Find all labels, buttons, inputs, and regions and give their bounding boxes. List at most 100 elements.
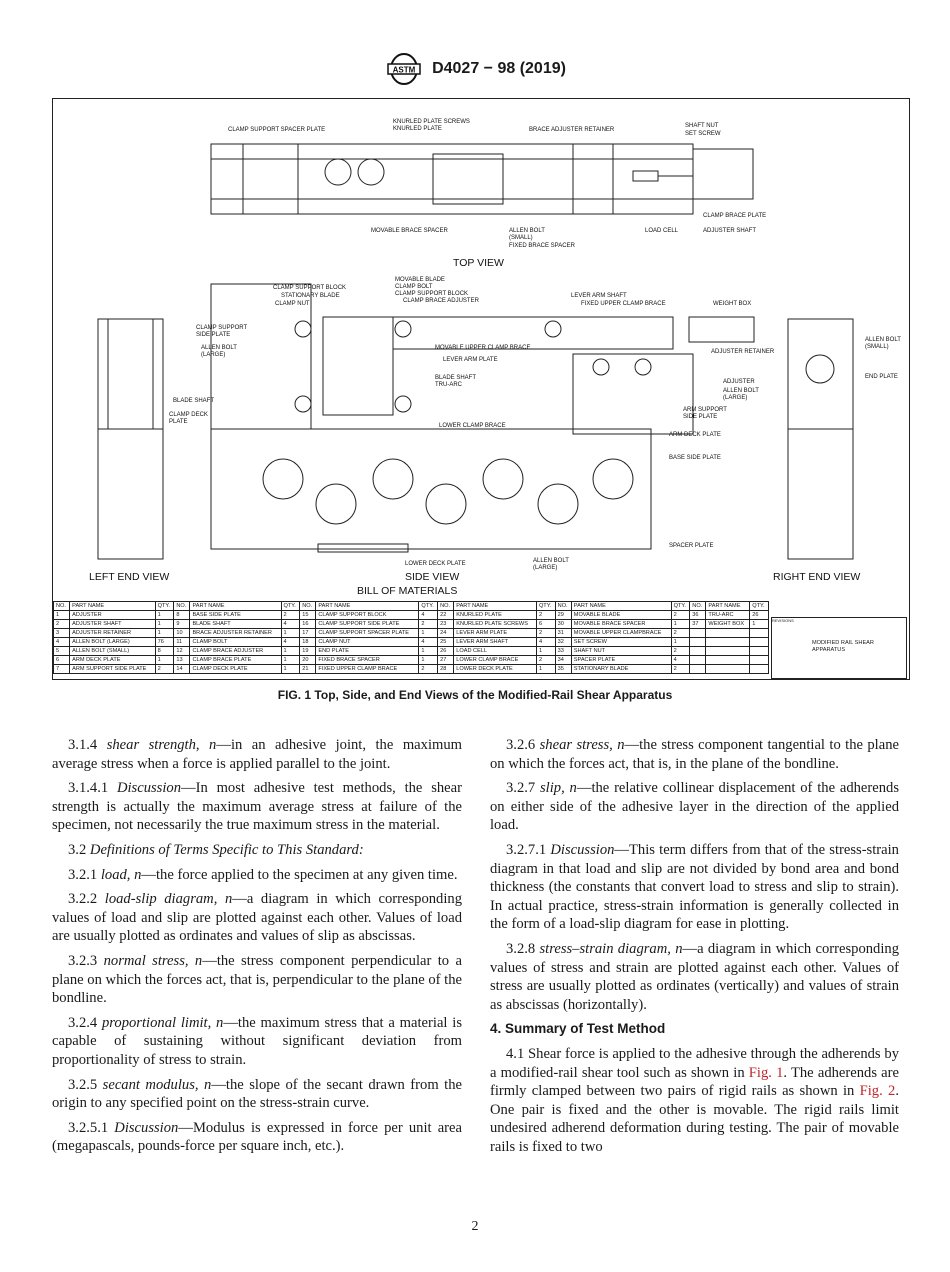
bom-cell bbox=[705, 646, 751, 656]
bom-cell: 1 bbox=[154, 610, 175, 620]
bom-cell bbox=[749, 646, 769, 656]
paragraph-3-2-2: 3.2.2 load-slip diagram, n—a diagram in … bbox=[52, 891, 463, 945]
bom-cell: 23 bbox=[437, 619, 455, 629]
callout: ALLEN BOLT bbox=[865, 337, 901, 343]
bom-cell: 18 bbox=[299, 637, 317, 647]
bom-cell bbox=[689, 664, 707, 674]
bom-header-cell: NO. bbox=[689, 601, 707, 611]
bom-cell: ALLEN BOLT (LARGE) bbox=[69, 637, 156, 647]
callout: SIDE PLATE bbox=[196, 332, 230, 338]
callout: MOVABLE UPPER CLAMP BRACE bbox=[435, 345, 530, 351]
callout: CLAMP BRACE ADJUSTER bbox=[403, 298, 480, 304]
drawing-title-line1: MODIFIED RAIL SHEAR bbox=[812, 640, 874, 646]
bom-cell: 7 bbox=[52, 664, 71, 674]
right-column: 3.2.6 shear stress, n—the stress compone… bbox=[490, 736, 899, 1162]
bom-cell: 1 bbox=[280, 655, 301, 665]
apparatus-drawing: TOP VIEW SIDE VIEW LEFT END VIEW RIGHT E… bbox=[89, 119, 901, 597]
bom-cell bbox=[689, 637, 707, 647]
bom-cell: CLAMP BRACE PLATE bbox=[189, 655, 282, 665]
bom-header-cell: PART NAME bbox=[705, 601, 751, 611]
bom-header-cell: NO. bbox=[554, 601, 572, 611]
bom-cell: 9 bbox=[173, 619, 191, 629]
title-block: REVISIONS MODIFIED RAIL SHEAR APPARATUS bbox=[771, 617, 907, 679]
fig-2-link[interactable]: Fig. 2 bbox=[859, 1083, 896, 1100]
bom-cell: STATIONARY BLADE bbox=[570, 664, 672, 674]
bom-header-cell: PART NAME bbox=[453, 601, 537, 611]
callout: ALLEN BOLT bbox=[509, 228, 545, 234]
page-header: ASTM D4027 − 98 (2019) bbox=[0, 52, 950, 86]
callout: LOWER DECK PLATE bbox=[405, 561, 466, 567]
bom-cell: CLAMP NUT bbox=[315, 637, 420, 647]
fig-1-link[interactable]: Fig. 1 bbox=[748, 1064, 784, 1081]
bom-header-cell: QTY. bbox=[535, 601, 556, 611]
callout: (LARGE) bbox=[201, 352, 225, 358]
bom-title: BILL OF MATERIALS bbox=[357, 585, 457, 597]
bom-cell: 26 bbox=[749, 610, 769, 620]
bom-cell bbox=[689, 655, 707, 665]
bom-cell: 6 bbox=[52, 655, 71, 665]
bom-cell bbox=[749, 637, 769, 647]
bom-cell: SHAFT NUT bbox=[570, 646, 672, 656]
callout: CLAMP SUPPORT SPACER PLATE bbox=[228, 127, 325, 133]
bom-cell: 1 bbox=[154, 628, 175, 638]
bom-cell: MOVABLE BRACE SPACER bbox=[570, 619, 672, 629]
bom-cell bbox=[705, 637, 751, 647]
bom-cell: LOAD CELL bbox=[453, 646, 537, 656]
bom-cell: 16 bbox=[299, 619, 317, 629]
callout: CLAMP SUPPORT BLOCK bbox=[395, 291, 468, 297]
bom-cell: BRACE ADJUSTER RETAINER bbox=[189, 628, 282, 638]
paragraph-3-2-8: 3.2.8 stress–strain diagram, n—a diagram… bbox=[490, 940, 899, 1013]
bom-cell: 31 bbox=[554, 628, 572, 638]
callout: (SMALL) bbox=[865, 344, 889, 350]
bom-cell bbox=[705, 628, 751, 638]
bom-cell: MOVABLE BLADE bbox=[570, 610, 672, 620]
paragraph-3-2-7-1: 3.2.7.1 Discussion—This term differs fro… bbox=[490, 841, 899, 933]
callout: ALLEN BOLT bbox=[723, 388, 759, 394]
bom-cell: 26 bbox=[437, 646, 455, 656]
bom-cell: 1 bbox=[52, 610, 71, 620]
bom-cell: KNURLED PLATE bbox=[453, 610, 537, 620]
bom-cell: TRU-ARC bbox=[705, 610, 751, 620]
callout: CLAMP SUPPORT BLOCK bbox=[273, 285, 346, 291]
figure-caption: FIG. 1 Top, Side, and End Views of the M… bbox=[277, 688, 673, 702]
bom-cell: 19 bbox=[299, 646, 317, 656]
callout: CLAMP BOLT bbox=[395, 284, 433, 290]
bom-cell: 13 bbox=[173, 655, 191, 665]
bom-cell: WEIGHT BOX bbox=[705, 619, 751, 629]
callout: LOWER CLAMP BRACE bbox=[439, 423, 506, 429]
callout: TRU-ARC bbox=[435, 382, 463, 388]
bom-cell: 4 bbox=[280, 619, 301, 629]
bom-cell: 4 bbox=[418, 637, 439, 647]
paragraph-3-2-5-1: 3.2.5.1 Discussion—Modulus is expressed … bbox=[52, 1119, 462, 1155]
bom-cell: 36 bbox=[689, 610, 707, 620]
bom-cell: 25 bbox=[437, 637, 455, 647]
bom-cell: 1 bbox=[280, 646, 301, 656]
bom-header-cell: PART NAME bbox=[69, 601, 156, 611]
bom-cell: 14 bbox=[173, 664, 191, 674]
svg-text:ASTM: ASTM bbox=[393, 66, 416, 75]
bom-cell: 34 bbox=[554, 655, 572, 665]
bom-header-cell: PART NAME bbox=[315, 601, 420, 611]
bom-cell: LEVER ARM PLATE bbox=[453, 628, 537, 638]
bom-cell: 15 bbox=[299, 610, 317, 620]
left-column: 3.1.4 shear strength, n—in an adhesive j… bbox=[52, 736, 462, 1162]
paragraph-3-2-6: 3.2.6 shear stress, n—the stress compone… bbox=[490, 737, 899, 772]
bom-header-cell: NO. bbox=[299, 601, 317, 611]
bom-cell: 2 bbox=[670, 664, 691, 674]
callout: KNURLED PLATE SCREWS bbox=[393, 119, 470, 125]
bom-cell: ARM DECK PLATE bbox=[69, 655, 156, 665]
paragraph-3-2-1: 3.2.1 load, n—the force applied to the s… bbox=[68, 866, 458, 883]
bom-cell: 1 bbox=[280, 628, 301, 638]
callout: END PLATE bbox=[865, 374, 898, 380]
callout: FIXED UPPER CLAMP BRACE bbox=[581, 301, 666, 307]
bom-cell: BASE SIDE PLATE bbox=[189, 610, 282, 620]
bom-cell: 10 bbox=[173, 628, 191, 638]
left-end-view-label: LEFT END VIEW bbox=[89, 571, 169, 583]
bom-cell: SPACER PLATE bbox=[570, 655, 672, 665]
